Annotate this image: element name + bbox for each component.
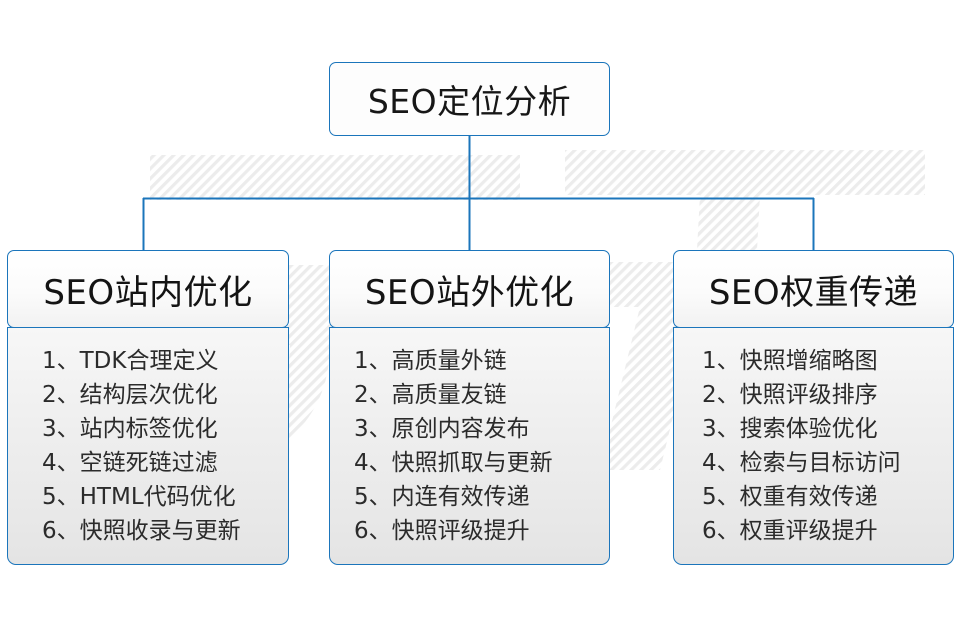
list-item[interactable]: 5、内连有效传递 (354, 483, 530, 510)
column-body-seo-onsite: 1、TDK合理定义 2、结构层次优化 3、站内标签优化 4、空链死链过滤 5、H… (7, 326, 289, 565)
list-item[interactable]: 5、权重有效传递 (702, 483, 878, 510)
column-header-label: SEO权重传递 (708, 272, 919, 313)
list-item[interactable]: 1、快照增缩略图 (702, 347, 878, 374)
list-item[interactable]: 1、高质量外链 (354, 347, 507, 374)
list-item[interactable]: 2、高质量友链 (354, 381, 507, 408)
root-node[interactable]: SEO定位分析 (329, 62, 610, 136)
list-item[interactable]: 6、快照收录与更新 (42, 517, 241, 544)
column-header-label: SEO站内优化 (43, 272, 253, 313)
list-item[interactable]: 2、快照评级排序 (702, 381, 878, 408)
column-header-seo-weight[interactable]: SEO权重传递 (673, 250, 954, 328)
root-node-label: SEO定位分析 (367, 82, 572, 121)
list-item[interactable]: 3、站内标签优化 (42, 415, 218, 442)
list-item[interactable]: 6、权重评级提升 (702, 517, 878, 544)
list-item[interactable]: 6、快照评级提升 (354, 517, 530, 544)
column-header-seo-onsite[interactable]: SEO站内优化 (7, 250, 289, 328)
list-item[interactable]: 1、TDK合理定义 (42, 347, 219, 374)
column-header-label: SEO站外优化 (364, 272, 575, 313)
column-seo-offsite: SEO站外优化 1、高质量外链 2、高质量友链 3、原创内容发布 4、快照抓取与… (329, 250, 610, 565)
list-item[interactable]: 4、空链死链过滤 (42, 449, 218, 476)
list-item[interactable]: 5、HTML代码优化 (42, 483, 236, 510)
column-body-seo-weight: 1、快照增缩略图 2、快照评级排序 3、搜索体验优化 4、检索与目标访问 5、权… (673, 326, 954, 565)
column-body-seo-offsite: 1、高质量外链 2、高质量友链 3、原创内容发布 4、快照抓取与更新 5、内连有… (329, 326, 610, 565)
column-seo-weight: SEO权重传递 1、快照增缩略图 2、快照评级排序 3、搜索体验优化 4、检索与… (673, 250, 954, 565)
list-item[interactable]: 3、原创内容发布 (354, 415, 530, 442)
list-item[interactable]: 4、检索与目标访问 (702, 449, 901, 476)
list-item[interactable]: 4、快照抓取与更新 (354, 449, 553, 476)
list-item[interactable]: 3、搜索体验优化 (702, 415, 878, 442)
list-item[interactable]: 2、结构层次优化 (42, 381, 218, 408)
column-seo-onsite: SEO站内优化 1、TDK合理定义 2、结构层次优化 3、站内标签优化 4、空链… (7, 250, 289, 565)
column-header-seo-offsite[interactable]: SEO站外优化 (329, 250, 610, 328)
